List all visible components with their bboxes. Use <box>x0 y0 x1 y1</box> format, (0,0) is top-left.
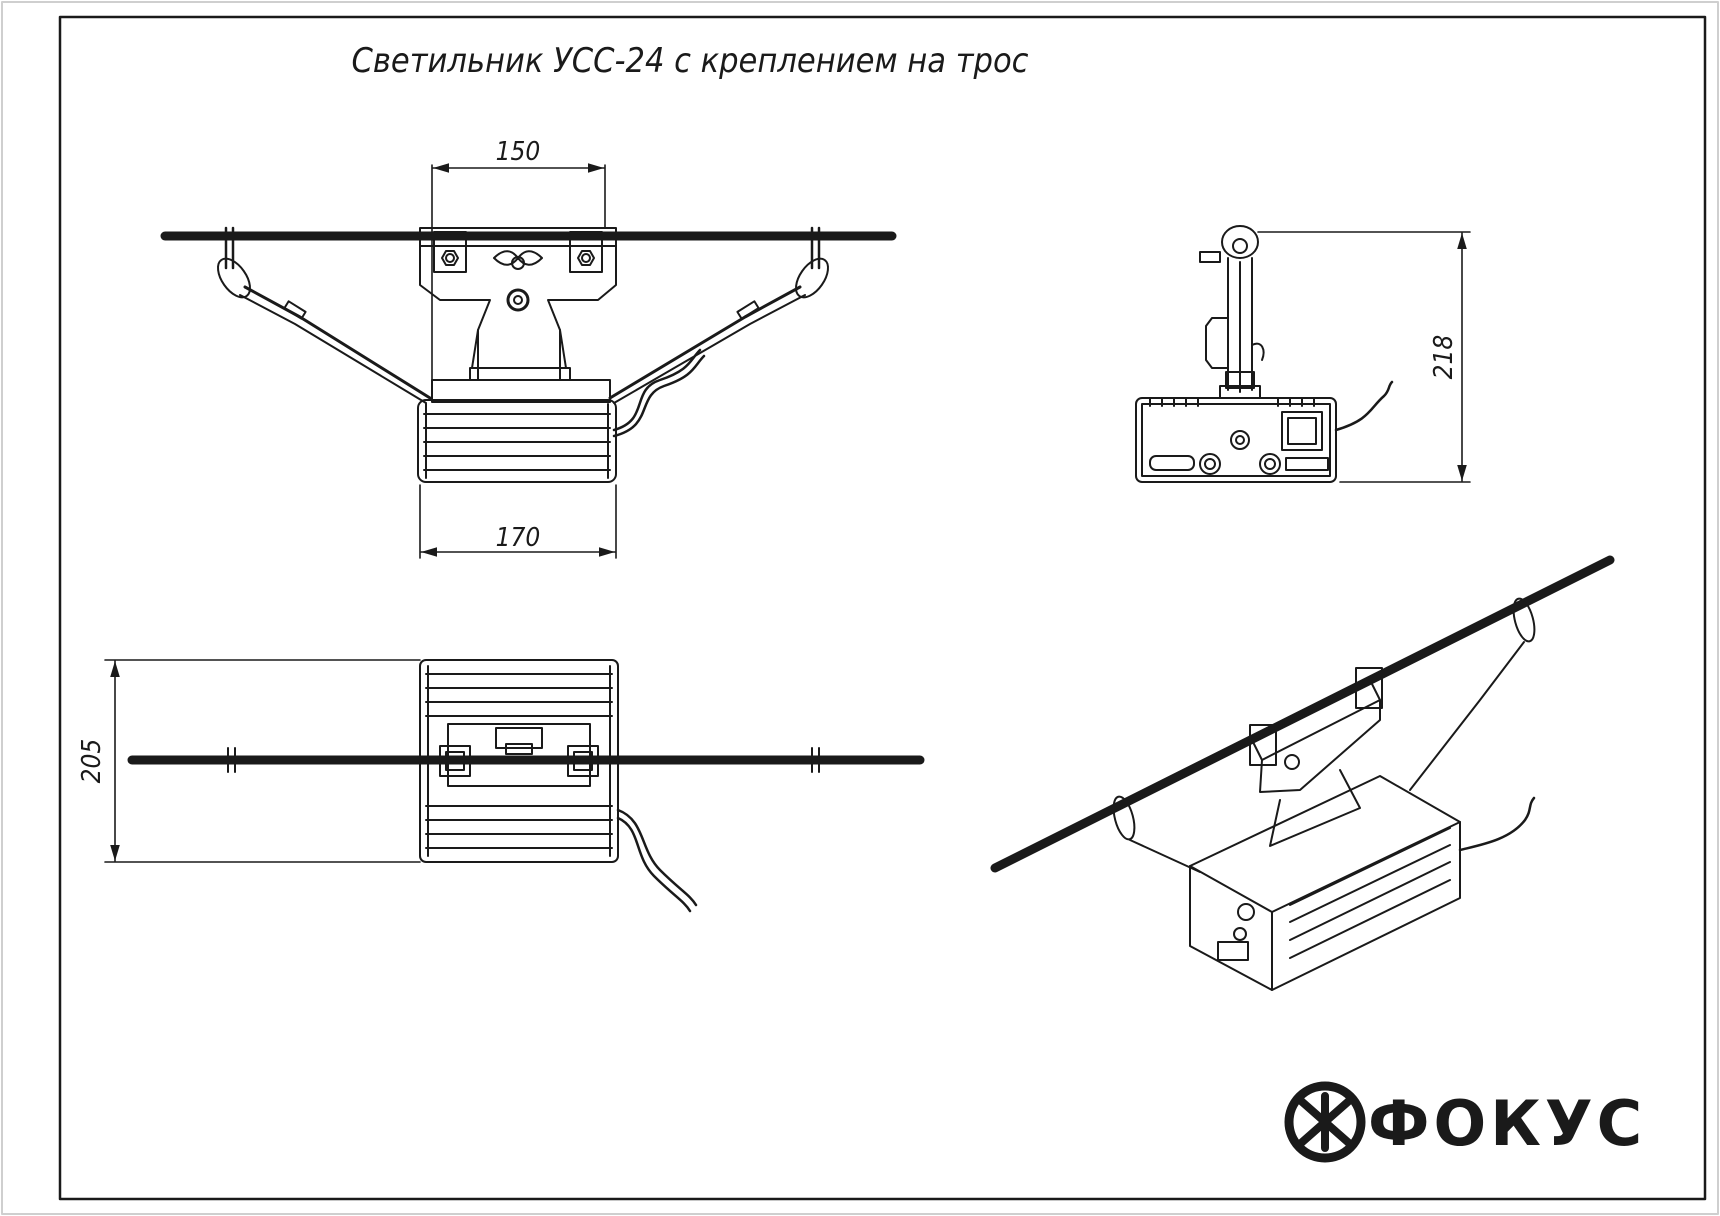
dimension-218 <box>1257 231 1471 483</box>
brand-logo-text: ФОКУС <box>1368 1087 1646 1160</box>
front-view <box>160 226 897 483</box>
dimension-label-218: 218 <box>1429 335 1459 380</box>
isometric-view <box>990 555 1615 991</box>
dimension-label-150: 150 <box>496 137 541 167</box>
brand-logo: ФОКУС <box>1284 1081 1646 1163</box>
dimension-205 <box>104 659 421 863</box>
side-view <box>1135 225 1394 483</box>
plan-view <box>127 659 925 913</box>
dimension-label-205: 205 <box>77 739 107 784</box>
drawing-title: Светильник УСС-24 с креплением на трос <box>352 41 1029 81</box>
dimension-label-170: 170 <box>496 523 541 553</box>
drawing-frame <box>58 15 1707 1201</box>
dimension-150 <box>431 163 606 381</box>
dimension-170 <box>419 484 617 559</box>
